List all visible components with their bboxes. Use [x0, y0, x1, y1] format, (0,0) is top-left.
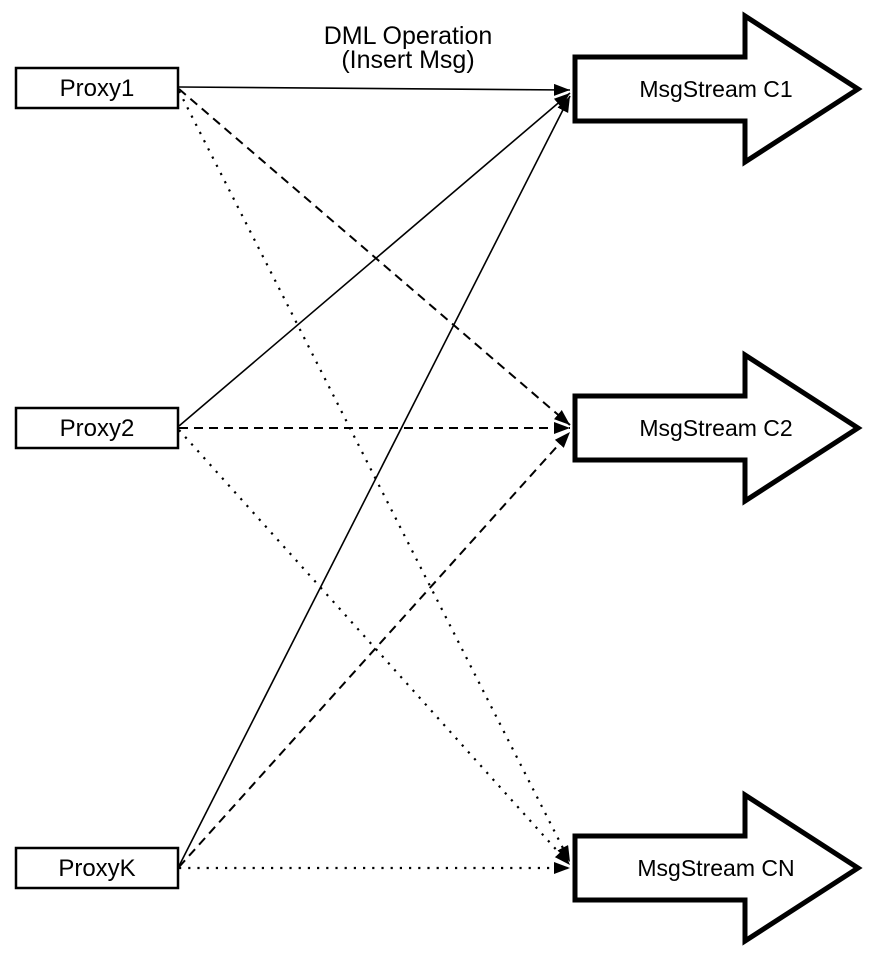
diagram-title-line-1: DML Operation	[324, 22, 493, 50]
msgstream-c1-arrow-shape	[572, 11, 863, 167]
proxyk-label: ProxyK	[58, 855, 135, 882]
connector-proxyk-to-c2	[178, 431, 571, 868]
proxy2-label: Proxy2	[60, 415, 135, 442]
msgstream-c2-label: MsgStream C2	[639, 415, 792, 441]
proxy2-node: Proxy2	[14, 406, 180, 450]
msgstream-cn-node: MsgStream CN	[572, 790, 863, 946]
connector-proxy1-to-c1	[178, 83, 571, 96]
connector-proxyk-to-c1	[178, 95, 571, 867]
msgstream-c2-node: MsgStream C2	[572, 350, 863, 506]
connector-lines	[178, 83, 571, 874]
connector-proxy1-to-cn	[178, 90, 571, 863]
connector-proxy2-to-c1	[178, 92, 571, 427]
connector-proxy1-to-c2	[178, 88, 571, 426]
proxyk-box	[14, 846, 180, 890]
proxy2-box	[14, 406, 180, 450]
msgstream-cn-arrow-shape	[572, 790, 863, 946]
diagram-title-line-2: (Insert Msg)	[341, 46, 474, 74]
msgstream-cn-label: MsgStream CN	[637, 855, 794, 881]
proxyk-node: ProxyK	[14, 846, 180, 890]
msgstream-c2-arrow-shape	[572, 350, 863, 506]
proxy1-label: Proxy1	[60, 75, 135, 102]
connector-proxy2-to-cn	[178, 429, 571, 866]
proxy1-node: Proxy1	[14, 66, 180, 110]
diagram-title: DML Operation (Insert Msg)	[324, 22, 493, 74]
msgstream-c1-node: MsgStream C1	[572, 11, 863, 167]
msgstream-c1-label: MsgStream C1	[639, 76, 792, 102]
proxy1-box	[14, 66, 180, 110]
